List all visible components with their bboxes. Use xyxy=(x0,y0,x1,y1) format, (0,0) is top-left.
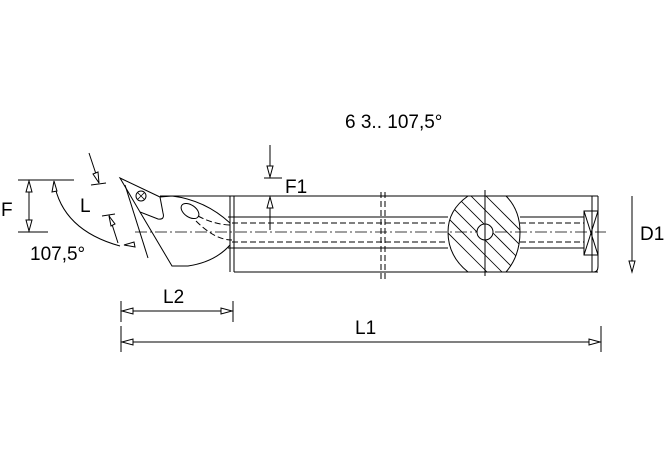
dimension-L1: L1 xyxy=(120,318,602,352)
label-F: F xyxy=(1,200,13,221)
label-D1: D1 xyxy=(640,224,664,245)
dimension-F: F xyxy=(1,179,74,233)
dimension-L2: L2 xyxy=(120,287,234,322)
cross-section xyxy=(447,190,521,276)
label-L: L xyxy=(80,196,91,217)
label-L1: L1 xyxy=(355,318,376,339)
dimension-angle: 107,5° xyxy=(30,180,136,265)
dimension-D1: D1 xyxy=(628,196,664,274)
label-F1: F1 xyxy=(285,177,307,198)
drawing-title: 6 3.. 107,5° xyxy=(345,112,442,133)
label-L2: L2 xyxy=(163,287,184,308)
dimension-L: L xyxy=(80,152,119,244)
label-angle: 107,5° xyxy=(30,244,85,265)
shank xyxy=(135,192,606,280)
end-flat xyxy=(583,210,599,256)
tool-head xyxy=(118,176,233,267)
dimension-F1: F1 xyxy=(264,145,307,230)
